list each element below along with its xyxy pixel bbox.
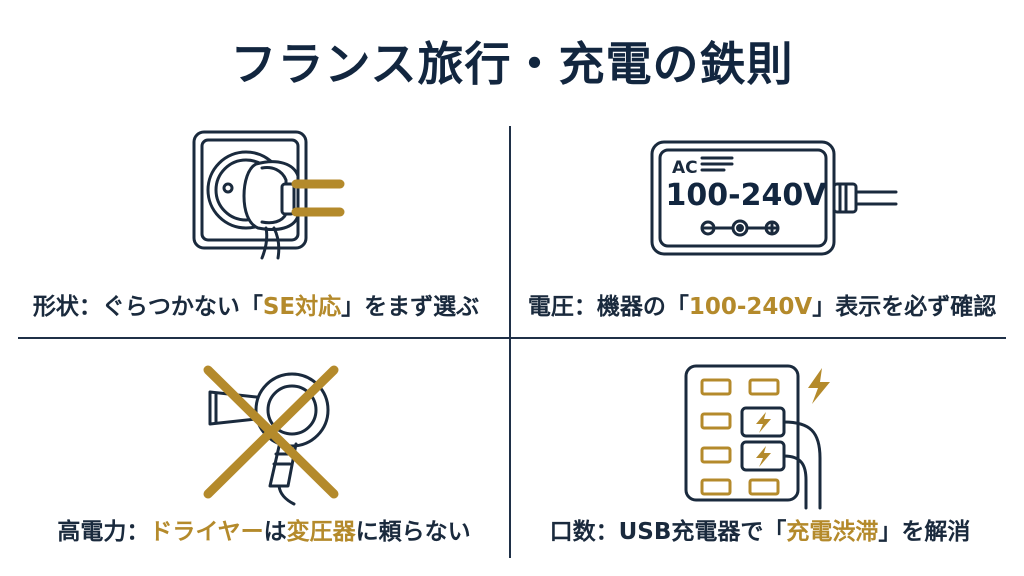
page-title: フランス旅行・充電の鉄則 <box>230 37 794 91</box>
crossed-hair-dryer-icon <box>196 358 346 512</box>
panel-3-caption-post: に頼らない <box>355 519 471 545</box>
ac-adapter-icon <box>648 138 900 262</box>
panel-4-caption-highlight: 充電渋滞 <box>786 519 879 545</box>
panel-4-caption-pre: 口数：USB充電器で「 <box>549 519 787 545</box>
vertical-divider <box>509 126 511 558</box>
adapter-voltage-label: 100-240V <box>665 178 827 213</box>
panel-3-caption-highlight-2: 変圧器 <box>286 519 356 545</box>
panel-1-caption-highlight: SE対応 <box>262 294 342 320</box>
panel-4-caption: 口数：USB充電器で「充電渋滞」を解消 <box>510 512 1010 546</box>
panel-2-caption-highlight: 100-240V <box>688 294 813 320</box>
panel-4-caption-post: 」を解消 <box>878 519 971 545</box>
panel-2-caption-post: 」表示を必ず確認 <box>812 294 997 320</box>
panel-3-caption-highlight-1: ドライヤー <box>149 519 264 545</box>
panel-1-caption-post: 」をまず選ぶ <box>341 294 480 320</box>
panel-2-caption: 電圧：機器の「100-240V」表示を必ず確認 <box>512 287 1012 321</box>
panel-3-caption-pre: 高電力： <box>57 519 150 545</box>
plug-socket-icon <box>186 124 356 268</box>
panel-1-caption: 形状：ぐらつかない「SE対応」をまず選ぶ <box>6 287 506 321</box>
usb-charging-hub-icon <box>682 362 852 514</box>
horizontal-divider <box>18 337 1006 339</box>
panel-2-caption-pre: 電圧：機器の「 <box>527 294 689 320</box>
adapter-ac-label: AC <box>672 158 698 178</box>
panel-3-caption-mid: は <box>263 519 287 545</box>
panel-1-caption-pre: 形状：ぐらつかない「 <box>32 294 263 320</box>
panel-3-caption: 高電力：ドライヤーは変圧器に頼らない <box>14 512 514 546</box>
